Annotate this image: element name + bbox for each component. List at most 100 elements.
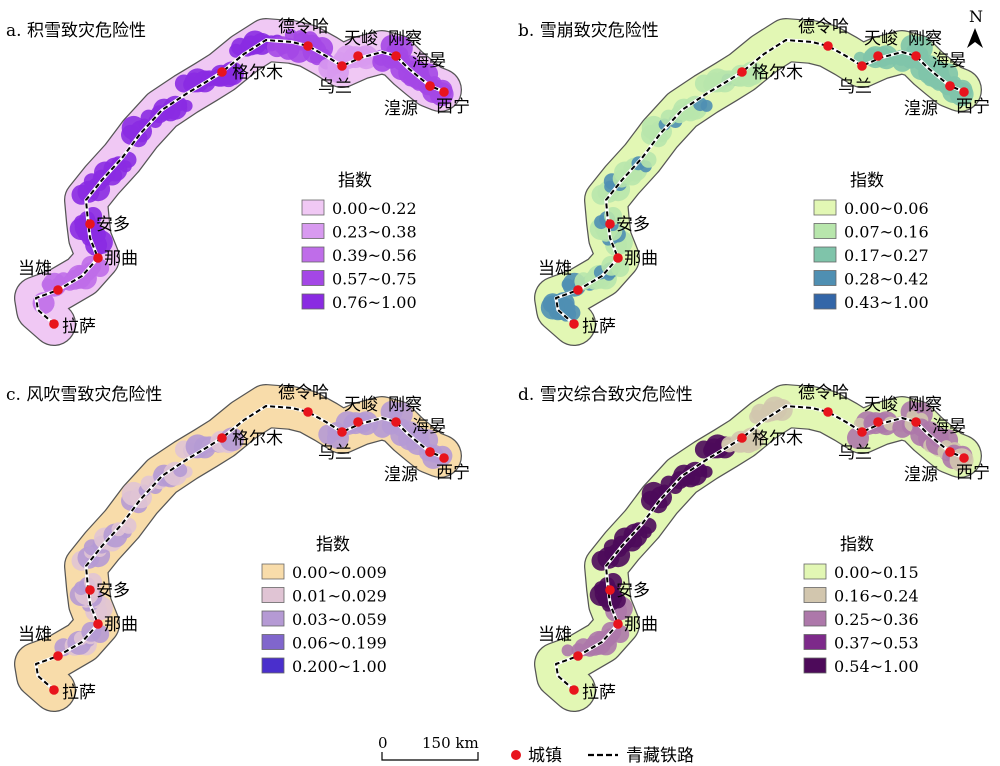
panel-b: b. 雪崩致灾危险性 德令哈天峻刚察海晏西宁湟源乌兰格尔木安多那曲当雄拉萨 指数… xyxy=(518,7,990,346)
city-marker xyxy=(857,427,867,437)
legend-swatch xyxy=(813,293,837,310)
city-marker xyxy=(425,81,435,91)
city-label: 安多 xyxy=(616,581,650,601)
legend-swatch xyxy=(813,246,837,263)
city-marker xyxy=(303,407,313,417)
legend-title: 指数 xyxy=(316,535,350,555)
legend-items: 0.00~0.220.23~0.380.39~0.560.57~0.750.76… xyxy=(301,199,417,312)
legend-label: 0.00~0.22 xyxy=(332,199,417,218)
hazard-zone xyxy=(243,30,267,55)
city-label: 天峻 xyxy=(864,29,898,49)
city-label: 当雄 xyxy=(538,259,572,279)
city-label: 湟源 xyxy=(904,99,938,119)
railway-label: 青藏铁路 xyxy=(626,746,694,766)
north-arrow: N xyxy=(967,7,983,48)
legend-label: 0.43~1.00 xyxy=(844,293,929,312)
city-label: 天峻 xyxy=(344,29,378,49)
hazard-zone xyxy=(853,51,866,64)
city-label: 德令哈 xyxy=(798,17,849,37)
legend-swatch xyxy=(803,563,827,580)
city-label: 湟源 xyxy=(384,99,418,119)
city-marker xyxy=(573,285,583,295)
city-marker xyxy=(93,253,103,263)
city-label: 当雄 xyxy=(538,625,572,645)
legend-label: 0.16~0.24 xyxy=(834,587,919,606)
city-label: 海晏 xyxy=(932,417,966,437)
legend-swatch xyxy=(813,223,837,239)
city-label: 当雄 xyxy=(18,625,52,645)
city-marker xyxy=(439,453,449,463)
panel-title: c. 风吹雪致灾危险性 xyxy=(6,385,162,405)
city-label: 刚察 xyxy=(388,29,422,49)
scale-zero: 0 xyxy=(378,734,388,752)
legend-swatch xyxy=(803,587,827,603)
legend-swatch xyxy=(301,223,325,239)
city-marker xyxy=(911,417,921,427)
legend-swatch xyxy=(261,657,285,674)
railway-line xyxy=(555,39,961,325)
city-marker xyxy=(613,253,623,263)
city-label: 那曲 xyxy=(624,249,658,269)
legend-swatch xyxy=(261,587,285,603)
legend-swatch xyxy=(301,246,325,263)
corridor-map: 德令哈天峻刚察海晏西宁湟源乌兰格尔木安多那曲当雄拉萨 xyxy=(534,383,990,712)
legend-swatch xyxy=(301,199,325,216)
city-marker xyxy=(391,51,401,61)
city-marker xyxy=(49,319,59,329)
corridor-map: 德令哈天峻刚察海晏西宁湟源乌兰格尔木安多那曲当雄拉萨 xyxy=(534,17,990,346)
legend-swatch xyxy=(261,563,285,580)
city-marker xyxy=(911,51,921,61)
legend: 指数 0.00~0.150.16~0.240.25~0.360.37~0.530… xyxy=(803,535,919,676)
city-label: 海晏 xyxy=(932,51,966,71)
legend-label: 0.07~0.16 xyxy=(844,223,929,242)
city-label: 乌兰 xyxy=(318,443,352,463)
city-marker xyxy=(353,417,363,427)
city-label: 安多 xyxy=(616,215,650,235)
town-symbol-icon xyxy=(511,750,521,760)
legend-label: 0.00~0.06 xyxy=(844,199,929,218)
city-label: 那曲 xyxy=(624,615,658,635)
corridor-map: 德令哈天峻刚察海晏西宁湟源乌兰格尔木安多那曲当雄拉萨 xyxy=(14,383,470,712)
railway-line xyxy=(555,405,961,691)
legend-title: 指数 xyxy=(840,535,874,555)
legend-swatch xyxy=(261,610,285,627)
scale-end: 150 km xyxy=(422,734,479,752)
legend-label: 0.76~1.00 xyxy=(332,293,417,312)
city-marker xyxy=(85,219,95,229)
hazard-zone xyxy=(372,417,393,438)
city-label: 天峻 xyxy=(864,395,898,415)
city-label: 海晏 xyxy=(412,51,446,71)
city-marker xyxy=(439,87,449,97)
city-label: 刚察 xyxy=(908,395,942,415)
legend-label: 0.06~0.199 xyxy=(292,634,387,653)
city-marker xyxy=(873,417,883,427)
legend: 指数 0.00~0.0090.01~0.0290.03~0.0590.06~0.… xyxy=(261,535,387,676)
city-marker xyxy=(959,453,969,463)
city-label: 湟源 xyxy=(904,465,938,485)
city-marker xyxy=(569,319,579,329)
city-label: 格尔木 xyxy=(232,429,283,449)
city-marker xyxy=(53,651,63,661)
legend-swatch xyxy=(803,634,827,650)
city-marker xyxy=(49,685,59,695)
legend-swatch xyxy=(803,610,827,627)
city-marker xyxy=(217,67,227,77)
railway-line xyxy=(35,405,441,691)
legend-swatch xyxy=(301,270,325,286)
legend-swatch xyxy=(301,293,325,310)
panel-title: a. 积雪致灾危险性 xyxy=(6,21,146,41)
town-label: 城镇 xyxy=(528,746,562,766)
legend-label: 0.28~0.42 xyxy=(844,270,929,289)
city-label: 天峻 xyxy=(344,395,378,415)
city-marker xyxy=(613,619,623,629)
scale-bar: 0 150 km xyxy=(378,734,479,761)
city-marker xyxy=(959,87,969,97)
legend-swatch xyxy=(261,634,285,650)
legend-label: 0.200~1.00 xyxy=(292,657,387,676)
north-label: N xyxy=(969,7,983,26)
hazard-zone xyxy=(41,278,54,291)
city-marker xyxy=(945,447,955,457)
legend-label: 0.03~0.059 xyxy=(292,610,387,629)
legend-swatch xyxy=(813,270,837,286)
city-marker xyxy=(605,585,615,595)
